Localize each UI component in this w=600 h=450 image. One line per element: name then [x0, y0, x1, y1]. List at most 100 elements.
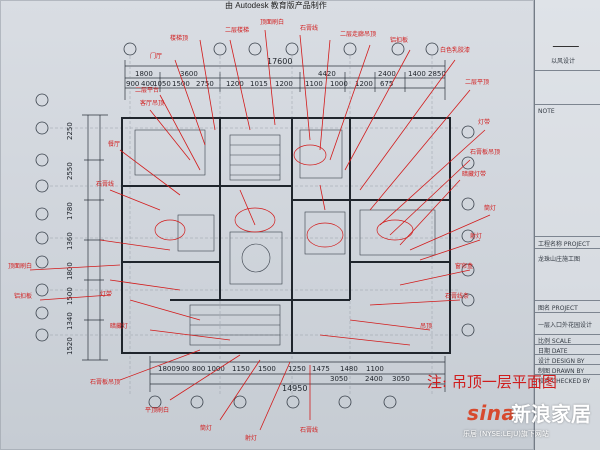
svg-text:射灯: 射灯: [245, 434, 257, 442]
svg-text:1800: 1800: [66, 262, 74, 280]
drawing-name-row: 一层入口外花园设计: [535, 312, 600, 335]
svg-text:二层平台: 二层平台: [135, 86, 159, 94]
svg-text:1475: 1475: [312, 365, 330, 373]
room-details: [134, 129, 436, 346]
svg-text:灯带: 灯带: [100, 290, 112, 298]
red-markup-circles: [154, 144, 414, 248]
axis-bubbles-left: [35, 93, 475, 342]
scale-row: 比例 SCALE: [535, 334, 600, 345]
dimension-lines-bottom: [149, 356, 446, 392]
svg-text:筒灯: 筒灯: [200, 424, 212, 432]
svg-text:3600: 3600: [180, 70, 198, 78]
svg-text:2550: 2550: [66, 162, 74, 180]
svg-text:1000: 1000: [207, 365, 225, 373]
svg-text:吊顶: 吊顶: [420, 323, 432, 330]
svg-text:铝扣板: 铝扣板: [14, 292, 32, 300]
autodesk-banner: 由 Autodesk 教育版产品制作: [225, 1, 327, 10]
svg-text:1050: 1050: [153, 80, 171, 88]
svg-text:1800: 1800: [135, 70, 153, 78]
title-block: 以风设计 NOTE 工程名称 PROJECT 龙珠山庄施工图 图名 PROJEC…: [534, 0, 600, 450]
checked-row: 校对 CHECKED BY: [535, 374, 600, 385]
sina-logo: sina: [467, 401, 516, 425]
svg-text:1100: 1100: [366, 365, 384, 373]
svg-text:筒灯: 筒灯: [484, 204, 496, 212]
svg-text:1100: 1100: [305, 80, 323, 88]
date-row: 日期 DATE: [535, 344, 600, 355]
svg-text:14950: 14950: [282, 384, 307, 393]
svg-text:1340: 1340: [66, 312, 74, 330]
svg-text:1200: 1200: [355, 80, 373, 88]
svg-text:1400: 1400: [408, 70, 426, 78]
svg-text:石膏线条: 石膏线条: [445, 292, 469, 300]
design-row: 设计 DESIGN BY: [535, 354, 600, 365]
svg-text:石膏线: 石膏线: [300, 426, 318, 434]
svg-text:1520: 1520: [66, 337, 74, 355]
svg-text:800: 800: [192, 365, 205, 373]
svg-text:3050: 3050: [330, 375, 348, 383]
svg-text:1015: 1015: [250, 80, 268, 88]
red-handwritten-notes: 二层楼梯 顶面刷白 石膏线 二层走廊吊顶 铝扣板 白色乳胶漆 二层平顶 灯带 石…: [8, 18, 500, 442]
svg-text:1800: 1800: [158, 365, 176, 373]
svg-text:2250: 2250: [66, 122, 74, 140]
svg-text:2850: 2850: [428, 70, 446, 78]
svg-text:1360: 1360: [66, 232, 74, 250]
svg-text:铝扣板: 铝扣板: [390, 36, 408, 44]
sina-home-logo: 新浪家居: [511, 402, 591, 426]
svg-text:石膏线: 石膏线: [96, 180, 114, 188]
company-info-row: [535, 70, 600, 105]
sheet-note-row: NOTE: [535, 104, 600, 119]
svg-text:900: 900: [176, 365, 189, 373]
svg-text:平顶刷白: 平顶刷白: [145, 406, 169, 414]
red-markup-lines: [29, 29, 491, 431]
svg-text:2750: 2750: [196, 80, 214, 88]
svg-text:675: 675: [380, 80, 393, 88]
project-name-row: 龙珠山庄施工图: [535, 248, 600, 267]
svg-text:二层走廊吊顶: 二层走廊吊顶: [340, 30, 376, 38]
axis-bubbles-top: [123, 42, 439, 409]
building-walls: [121, 117, 451, 354]
svg-text:1780: 1780: [66, 202, 74, 220]
drawn-row: 制图 DRAWN BY: [535, 364, 600, 375]
svg-text:顶面刷白: 顶面刷白: [8, 262, 32, 270]
drawing-label-row: 图名 PROJECT: [535, 300, 600, 313]
svg-text:射灯: 射灯: [470, 232, 482, 240]
company-logo-mark: [552, 30, 584, 47]
svg-text:1480: 1480: [340, 365, 358, 373]
svg-text:石膏板吊顶: 石膏板吊顶: [470, 148, 500, 156]
svg-text:白色乳胶漆: 白色乳胶漆: [440, 46, 470, 54]
watermark-subtitle: 乐居 (NYSE:LEJU)旗下网站: [463, 430, 549, 438]
svg-text:1200: 1200: [226, 80, 244, 88]
svg-text:1500: 1500: [66, 287, 74, 305]
svg-text:窗帘盒: 窗帘盒: [455, 262, 473, 270]
svg-text:石膏板吊顶: 石膏板吊顶: [90, 378, 120, 386]
svg-text:灯带: 灯带: [478, 118, 490, 126]
svg-text:客厅吊顶: 客厅吊顶: [140, 99, 164, 107]
svg-text:1000: 1000: [330, 80, 348, 88]
svg-text:暗藏灯: 暗藏灯: [110, 322, 128, 330]
svg-text:二层平顶: 二层平顶: [465, 79, 489, 86]
svg-text:1500: 1500: [258, 365, 276, 373]
svg-text:1500: 1500: [172, 80, 190, 88]
svg-text:顶面刷白: 顶面刷白: [260, 18, 284, 26]
svg-text:门厅: 门厅: [150, 52, 162, 60]
dim-top-total: 17600: [267, 57, 292, 66]
dimension-lines-left: [82, 114, 108, 361]
svg-text:1200: 1200: [275, 80, 293, 88]
svg-text:1250: 1250: [288, 365, 306, 373]
svg-text:二层楼梯: 二层楼梯: [225, 26, 249, 34]
svg-text:3050: 3050: [392, 375, 410, 383]
svg-text:400: 400: [141, 80, 154, 88]
svg-text:1150: 1150: [232, 365, 250, 373]
svg-text:900: 900: [126, 80, 139, 88]
svg-text:2400: 2400: [378, 70, 396, 78]
svg-text:暗藏灯带: 暗藏灯带: [462, 170, 486, 178]
annotation-note: 注: 吊顶一层平面图: [427, 373, 557, 391]
svg-text:石膏线: 石膏线: [300, 24, 318, 32]
svg-text:楼梯顶: 楼梯顶: [170, 34, 188, 42]
svg-text:餐厅: 餐厅: [108, 140, 120, 148]
project-label-row: 工程名称 PROJECT: [535, 236, 600, 249]
svg-text:2400: 2400: [365, 375, 383, 383]
